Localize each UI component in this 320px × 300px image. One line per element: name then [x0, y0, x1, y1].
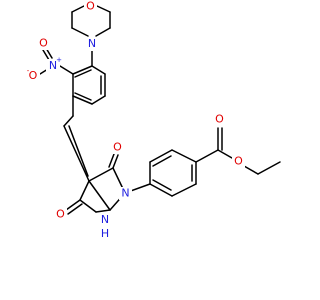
ester-carbonyl-oxygen-label: O	[215, 113, 224, 126]
morpholine-ring	[71, 5, 111, 37]
nitro-oxygen-double-label: O	[39, 37, 48, 50]
ethyl-ester	[195, 127, 281, 175]
pyrazolidinedione-ring	[79, 167, 126, 213]
c3-carbonyl-oxygen-label: O	[56, 208, 65, 221]
ester-oxygen-label: O	[234, 155, 243, 168]
molecule-canvas: O N N + O O - O O N N H O O	[26, 0, 281, 240]
pyrazolidine-nh-label: H	[101, 227, 109, 240]
carbonyl-bonds	[65, 153, 119, 215]
nitro-oxygen-single-label: O	[29, 69, 38, 82]
morpholine-nitrogen-label: N	[88, 37, 96, 50]
nitro-nitrogen-charge: +	[56, 56, 62, 64]
morpholine-oxygen-label: O	[86, 0, 95, 13]
nitro-nitrogen-label: N	[49, 59, 57, 72]
c5-carbonyl-oxygen-label: O	[113, 141, 122, 154]
nitro-oxygen-charge: -	[27, 67, 30, 75]
benzylidene-linker	[63, 95, 90, 182]
nitrophenyl-ring	[72, 50, 106, 105]
pyrazolidine-n2-label: N	[101, 213, 109, 226]
pyrazolidine-n1-label: N	[121, 187, 129, 200]
molecule-structure: O N N + O O - O O N N H O O	[26, 0, 281, 240]
benzoate-ring	[124, 149, 197, 197]
